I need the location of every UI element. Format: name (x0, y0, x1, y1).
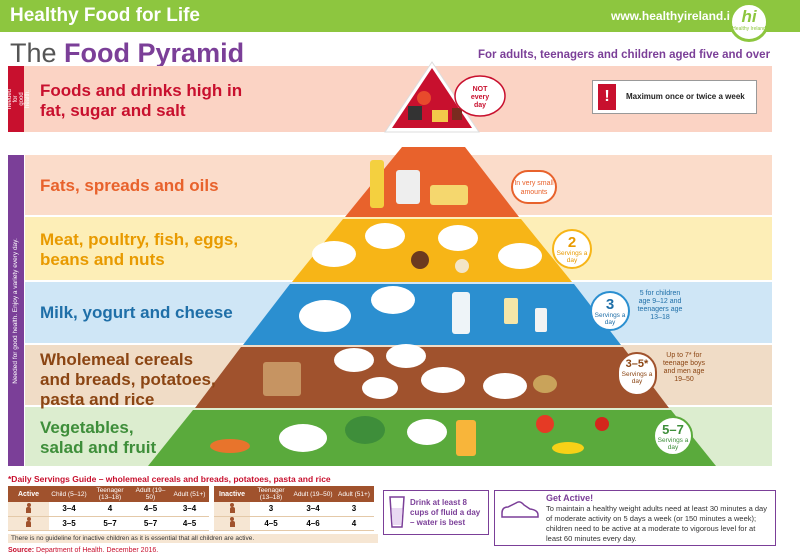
label-milk: Milk, yogurt and cheese (40, 303, 233, 322)
source-note: Source: Department of Health. December 2… (8, 547, 159, 554)
label-fats: Fats, spreads and oils (40, 176, 219, 195)
shoe-icon (501, 501, 539, 518)
servings-veg: 5–7 Servings a day (653, 416, 693, 456)
source-text: Department of Health. December 2016. (36, 547, 159, 554)
th-teen-inactive: Teenager (13–18) (250, 486, 292, 502)
guide-table-inactive: Inactive Teenager (13–18) Adult (19–50) … (214, 486, 374, 531)
female-icon (25, 502, 32, 513)
layer-meat (292, 219, 572, 282)
th-adult-19-inactive: Adult (19–50) (292, 486, 334, 502)
th-child: Child (5–12) (49, 486, 89, 502)
label-veg: Vegetables,salad and fruit (40, 418, 157, 457)
not-every-day-text: NOT every day (470, 86, 490, 109)
warning-text: Maximum once or twice a week (626, 92, 745, 101)
note-cereal: Up to 7* for teenage boys and men age 19… (662, 352, 706, 383)
side-note-not-needed: Not needed for good health. (1, 66, 31, 132)
active-box (494, 490, 776, 546)
guide-table-active: Active Child (5–12) Teenager (13–18) Adu… (8, 486, 209, 531)
guide-heading: *Daily Servings Guide – wholemeal cereal… (8, 474, 331, 484)
side-note-needed: Needed for good health. Enjoy a variety … (8, 155, 24, 466)
th-inactive: Inactive (214, 486, 250, 502)
guide-footnote: There is no guideline for inactive child… (8, 534, 378, 543)
drink-text: Drink at least 8 cups of fluid a day – w… (410, 498, 481, 527)
warning-icon: ! (598, 84, 616, 110)
brand-title: Healthy Food for Life (10, 5, 200, 26)
warning-box (592, 80, 757, 114)
website-link[interactable]: www.healthyireland.ie (611, 9, 737, 23)
male-icon (229, 517, 236, 527)
male-icon (25, 517, 32, 527)
glass-icon (389, 496, 405, 528)
note-milk: 5 for children age 9–12 and teenagers ag… (637, 290, 683, 321)
header-bar: Healthy Food for Life www.healthyireland… (0, 0, 800, 32)
th-active: Active (8, 486, 49, 502)
female-icon (229, 502, 236, 513)
audience-text: For adults, teenagers and children aged … (478, 49, 771, 61)
label-meat: Meat, poultry, fish, eggs,beans and nuts (40, 230, 239, 269)
servings-cereal: 3–5* Servings a day (617, 352, 657, 396)
th-adult-51-inactive: Adult (51+) (334, 486, 374, 502)
logo-subtext: Healthy Ireland (732, 26, 766, 32)
healthy-ireland-logo: hi Healthy Ireland (729, 2, 769, 42)
not-every-day-badge (454, 75, 506, 117)
logo-text: hi (741, 7, 757, 26)
th-teen: Teenager (13–18) (89, 486, 131, 502)
th-adult-51: Adult (51+) (170, 486, 209, 502)
th-adult-19: Adult (19–50) (131, 486, 170, 502)
page-title: The Food Pyramid (10, 38, 244, 69)
servings-meat: 2 Servings a day (552, 229, 592, 269)
layer-fats (345, 147, 519, 217)
title-main: Food Pyramid (64, 38, 245, 68)
servings-fats: In very small amounts (511, 170, 557, 204)
title-prefix: The (10, 38, 57, 68)
servings-milk: 3 Servings a day (590, 291, 630, 331)
active-text: To maintain a healthy weight adults need… (546, 504, 767, 543)
active-heading: Get Active! (546, 493, 594, 503)
